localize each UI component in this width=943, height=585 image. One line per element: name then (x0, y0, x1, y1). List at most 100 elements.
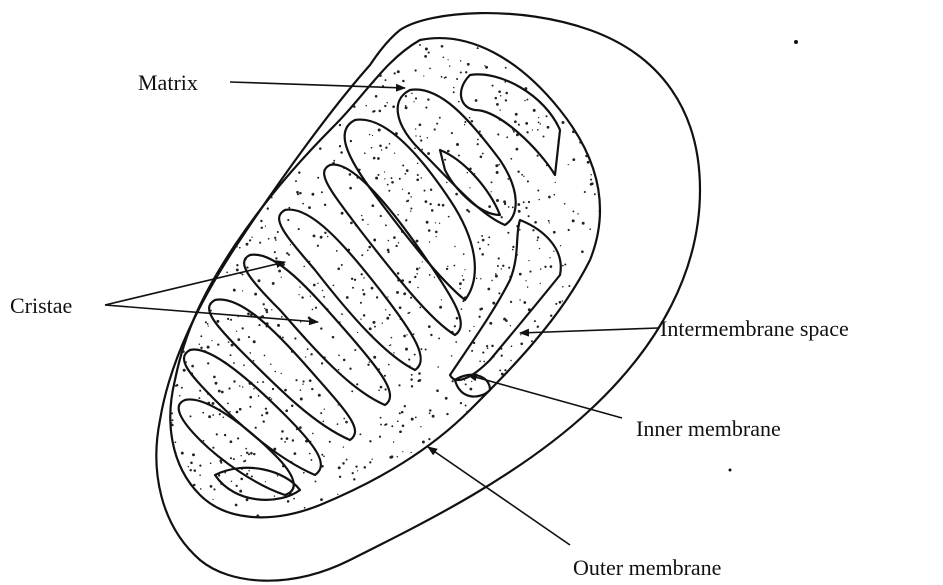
stipple-dot (173, 116, 175, 118)
stipple-dot (243, 104, 244, 105)
stipple-dot (483, 361, 485, 363)
stipple-dot (592, 341, 595, 344)
stipple-dot (391, 503, 392, 504)
stipple-dot (185, 199, 187, 201)
stipple-dot (286, 437, 289, 440)
stipple-dot (448, 59, 449, 60)
stipple-dot (175, 108, 177, 110)
stipple-dot (406, 200, 408, 202)
stipple-dot (263, 92, 265, 94)
stipple-dot (500, 109, 501, 110)
stipple-dot (413, 101, 414, 102)
stipple-dot (513, 131, 515, 133)
stipple-dot (370, 508, 373, 511)
stipple-dot (174, 208, 177, 211)
stipple-dot (175, 385, 177, 387)
stipple-dot (523, 201, 525, 203)
stipple-dot (587, 161, 590, 164)
stipple-dot (548, 220, 550, 222)
stipple-dot (302, 383, 303, 384)
stipple-dot (501, 373, 504, 376)
stipple-dot (452, 380, 454, 382)
stipple-dot (242, 386, 243, 387)
stipple-dot (484, 517, 486, 519)
stipple-dot (550, 374, 552, 376)
stipple-dot (413, 478, 415, 480)
stipple-dot (369, 327, 372, 330)
stipple-dot (448, 216, 450, 218)
stipple-dot (419, 379, 422, 382)
stipple-dot (181, 128, 184, 131)
stipple-dot (220, 462, 222, 464)
stipple-dot (415, 417, 417, 419)
stipple-dot (419, 267, 420, 268)
stipple-dot (540, 123, 542, 125)
stipple-dot (215, 195, 216, 196)
stipple-dot (609, 380, 611, 382)
stipple-dot (275, 94, 277, 96)
stipple-dot (324, 409, 325, 410)
stipple-dot (384, 178, 385, 179)
stipple-dot (555, 182, 556, 183)
stipple-dot (427, 137, 429, 139)
stipple-dot (342, 462, 345, 465)
stipple-dot (395, 477, 398, 480)
stipple-dot (367, 364, 369, 366)
stipple-dot (198, 397, 200, 399)
stipple-dot (520, 381, 522, 383)
stipple-dot (402, 425, 405, 428)
stipple-dot (387, 296, 388, 297)
stipple-dot (265, 408, 267, 410)
stipple-dot (512, 206, 514, 208)
stipple-dot (227, 250, 229, 252)
stipple-dot (307, 99, 309, 101)
stipple-dot (213, 376, 216, 379)
stipple-dot (187, 215, 189, 217)
stipple-dot (439, 306, 442, 309)
stipple-dot (221, 205, 223, 207)
stipple-dot (386, 479, 388, 481)
stipple-dot (517, 171, 519, 173)
stipple-dot (425, 48, 428, 51)
stipple-dot (534, 494, 536, 496)
cristae-leader-lower (105, 305, 318, 322)
stipple-dot (314, 47, 316, 49)
stipple-dot (403, 335, 406, 338)
stipple-dot (356, 491, 359, 494)
stipple-dot (477, 143, 479, 145)
stipple-dot (227, 179, 229, 181)
stipple-dot (476, 278, 477, 279)
stipple-dot (461, 460, 463, 462)
stipple-dot (562, 265, 564, 267)
stipple-dot (585, 155, 588, 158)
stipple-dot (250, 188, 251, 189)
stipple-dot (563, 499, 565, 501)
stipple-dot (255, 171, 257, 173)
stipple-dot (320, 327, 322, 329)
stipple-dot (299, 192, 302, 195)
stipple-dot (302, 203, 304, 205)
stipple-dot (557, 469, 559, 471)
stipple-dot (453, 265, 455, 267)
stipple-dot (414, 354, 416, 356)
stipple-dot (438, 204, 441, 207)
stipple-dot (369, 362, 370, 363)
stipple-dot (271, 309, 272, 310)
stipple-dot (481, 235, 483, 237)
stipple-dot (201, 62, 204, 65)
stipple-dot (574, 294, 576, 296)
matrix-leader (230, 82, 405, 88)
stipple-dot (292, 439, 294, 441)
stipple-dot (204, 184, 206, 186)
crista-fold (324, 165, 461, 335)
stipple-dot (556, 54, 558, 56)
stipple-dot (471, 120, 474, 123)
stipple-dot (325, 71, 328, 74)
stipple-dot (417, 163, 419, 165)
stipple-dot (596, 466, 599, 469)
stipple-dot (469, 490, 471, 492)
stipple-dot (379, 436, 381, 438)
stipple-dot (392, 105, 395, 108)
stipple-dot (203, 217, 205, 219)
stipple-dot (461, 308, 463, 310)
